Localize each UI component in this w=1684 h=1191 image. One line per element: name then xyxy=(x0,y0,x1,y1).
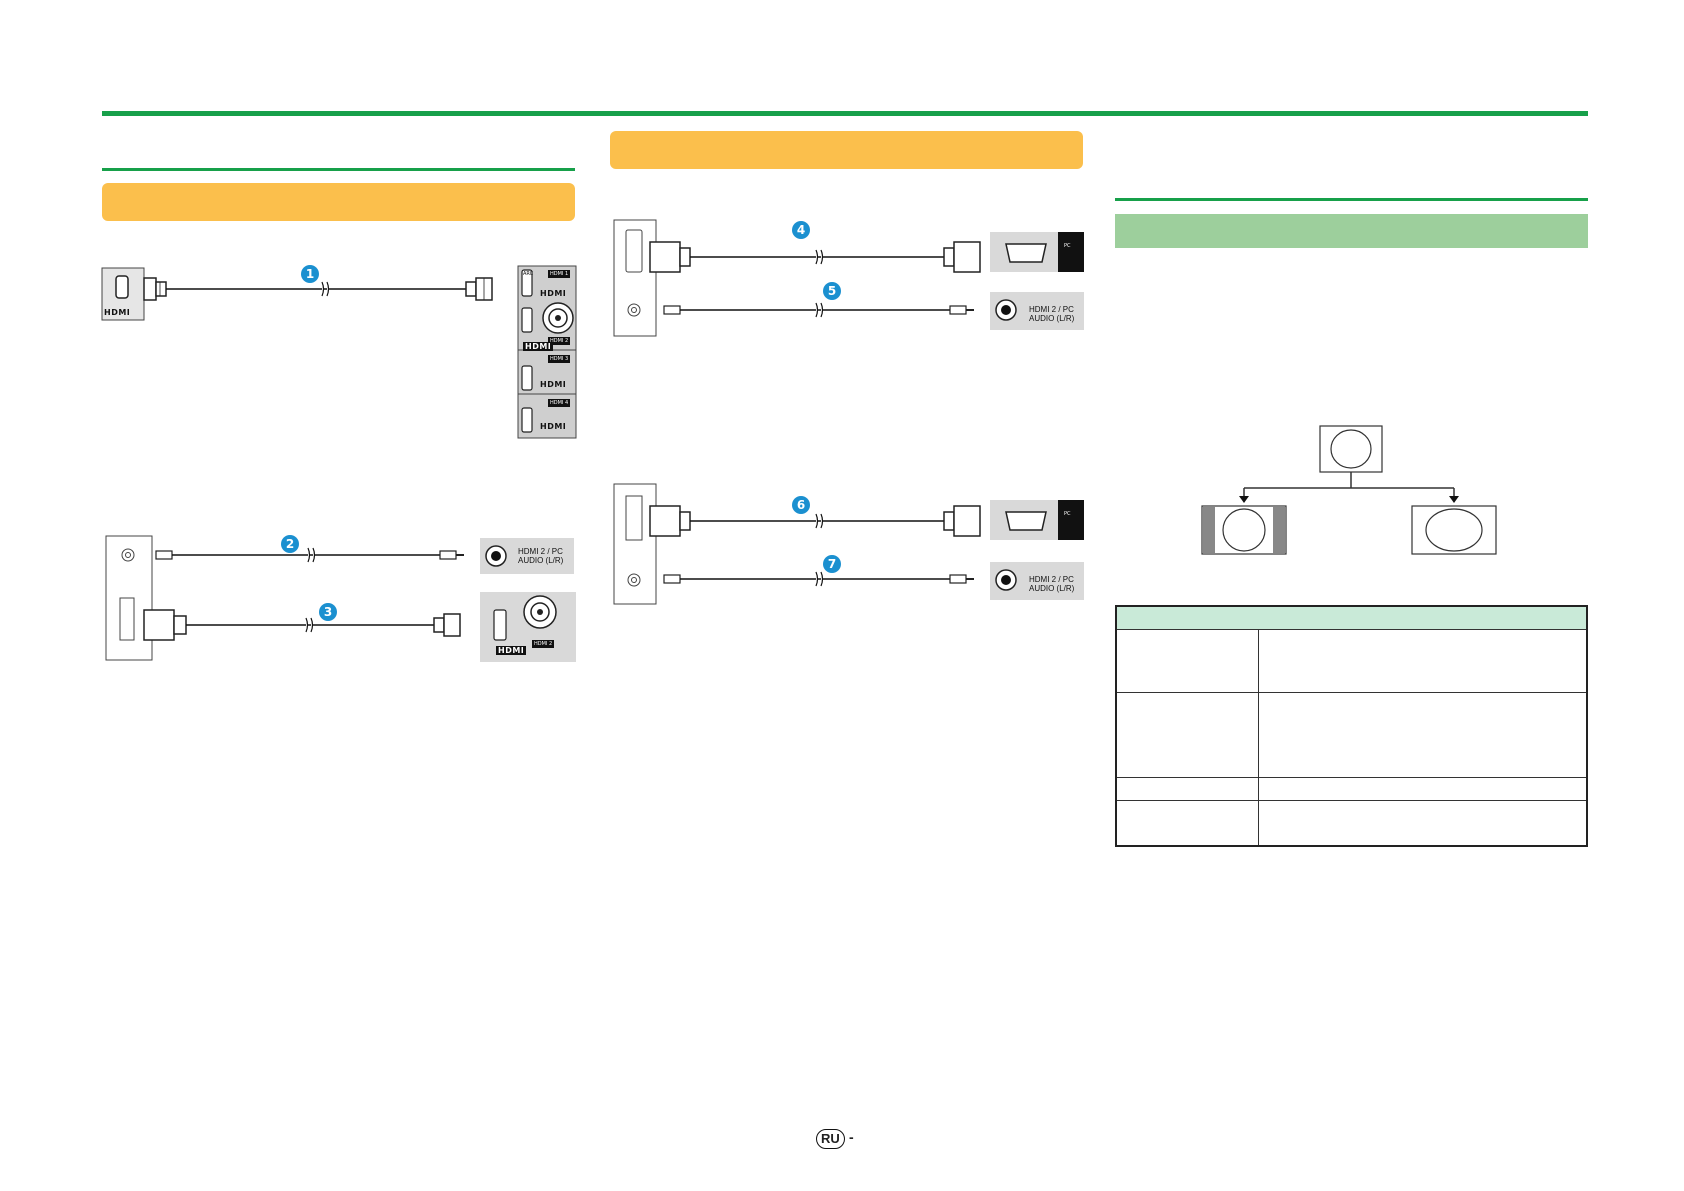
aspect-ratio-diagram xyxy=(1201,425,1497,555)
step-badge-6: 6 xyxy=(792,496,810,514)
hdmi2-label-left: HDMI xyxy=(496,646,527,655)
audio-port-label-b2: AUDIO (L/R) xyxy=(1029,314,1075,323)
step-badge-2: 2 xyxy=(281,535,299,553)
step-badge-4: 4 xyxy=(792,221,810,239)
tv-hdmi-label-4: HDMI xyxy=(540,422,567,431)
right-section-rule xyxy=(1115,198,1588,201)
middle-section-header-bar xyxy=(610,131,1083,169)
table-row xyxy=(1115,629,1588,693)
pc-tag-2: PC xyxy=(1062,510,1073,518)
tv-hdmi-label-3: HDMI xyxy=(540,380,567,389)
table-row xyxy=(1115,800,1588,847)
left-section-header-bar xyxy=(102,183,575,221)
step-badge-3: 3 xyxy=(319,603,337,621)
audio-port-label-a1: HDMI 2 / PC xyxy=(518,547,563,556)
table-header-row xyxy=(1115,605,1588,630)
dvi-hdmi-connection-diagram xyxy=(105,535,576,662)
hdmi-port-tag-3: HDMI 3 xyxy=(548,355,571,363)
right-section-header-bar xyxy=(1115,214,1588,248)
audio-port-label-c2: AUDIO (L/R) xyxy=(1029,584,1075,593)
table-row xyxy=(1115,777,1588,801)
top-rule xyxy=(102,111,1588,116)
pc-tag-1: PC xyxy=(1062,242,1073,250)
step-badge-1: 1 xyxy=(301,265,319,283)
hdmi-port-tag-4: HDMI 4 xyxy=(548,399,571,407)
dvi-vga-connection-diagram xyxy=(613,483,1084,605)
step-badge-7: 7 xyxy=(823,555,841,573)
tv-hdmi-label-2: HDMI xyxy=(523,342,554,351)
audio-port-label-c1: HDMI 2 / PC xyxy=(1029,575,1074,584)
spec-table xyxy=(1115,605,1588,847)
left-section-rule xyxy=(102,168,575,171)
hdmi-port-tag-1: HDMI 1 xyxy=(548,270,571,278)
audio-port-label-b1: HDMI 2 / PC xyxy=(1029,305,1074,314)
source-hdmi-label: HDMI xyxy=(104,308,131,317)
arc-tag: ARC xyxy=(523,271,534,277)
tv-hdmi-label-1: HDMI xyxy=(540,289,567,298)
page-number-suffix: - xyxy=(849,1129,854,1145)
hdmi-port-tag-2: HDMI 2 xyxy=(548,337,571,345)
table-row xyxy=(1115,692,1588,778)
hdmi-connection-diagram xyxy=(101,265,577,439)
audio-port-label-a2: AUDIO (L/R) xyxy=(518,556,564,565)
vga-connection-diagram xyxy=(613,219,1084,337)
language-badge: RU xyxy=(816,1129,845,1149)
hdmi2-tag-left: HDMI 2 xyxy=(532,640,555,648)
step-badge-5: 5 xyxy=(823,282,841,300)
